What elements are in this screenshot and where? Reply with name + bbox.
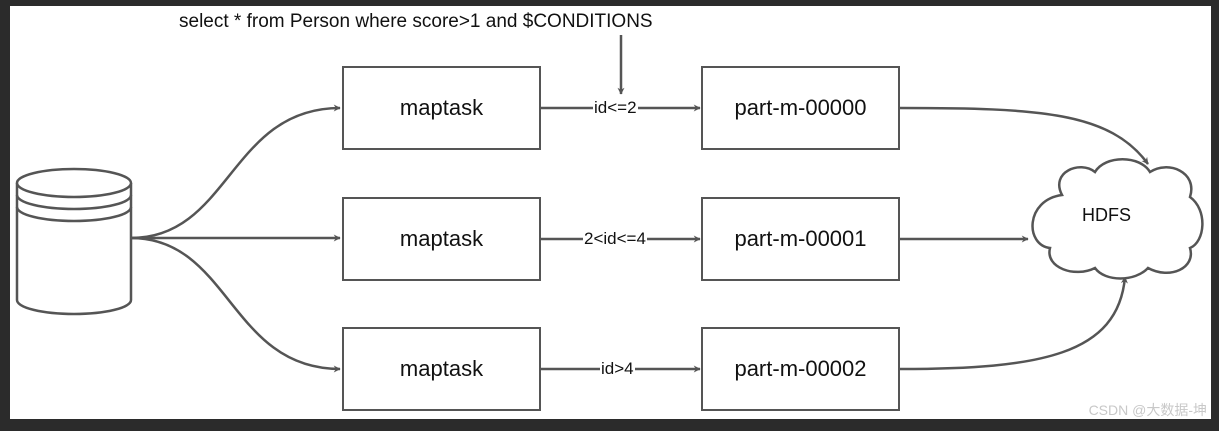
maptask-1-label: maptask [399,95,484,120]
maptask-2-box: maptask [342,197,541,281]
maptask-3-label: maptask [399,356,484,381]
query-text: select * from Person where score>1 and $… [179,11,653,32]
output-3-to-hdfs-connector [899,276,1128,371]
hdfs-label: HDFS [1082,205,1131,225]
maptask-3-box: maptask [342,327,541,411]
condition-3-label: id>4 [600,359,635,379]
output-1-box: part-m-00000 [701,66,900,150]
db-to-maptask-1-connector [130,104,341,240]
hdfs-cloud-icon [1031,158,1204,280]
watermark: CSDN @大数据-坤 [1088,402,1207,418]
database-icon [15,167,133,316]
maptask-2-label: maptask [399,226,484,251]
db-to-maptask-3-connector [130,236,341,373]
output-2-box: part-m-00001 [701,197,900,281]
condition-1-label: id<=2 [593,98,638,118]
output-3-label: part-m-00002 [734,356,867,381]
output-1-label: part-m-00000 [734,95,867,120]
diagram-canvas [10,6,1211,419]
maptask-1-box: maptask [342,66,541,150]
condition-2-label: 2<id<=4 [583,229,647,249]
output-2-label: part-m-00001 [734,226,867,251]
output-3-box: part-m-00002 [701,327,900,411]
output-1-to-hdfs-connector [899,106,1150,165]
